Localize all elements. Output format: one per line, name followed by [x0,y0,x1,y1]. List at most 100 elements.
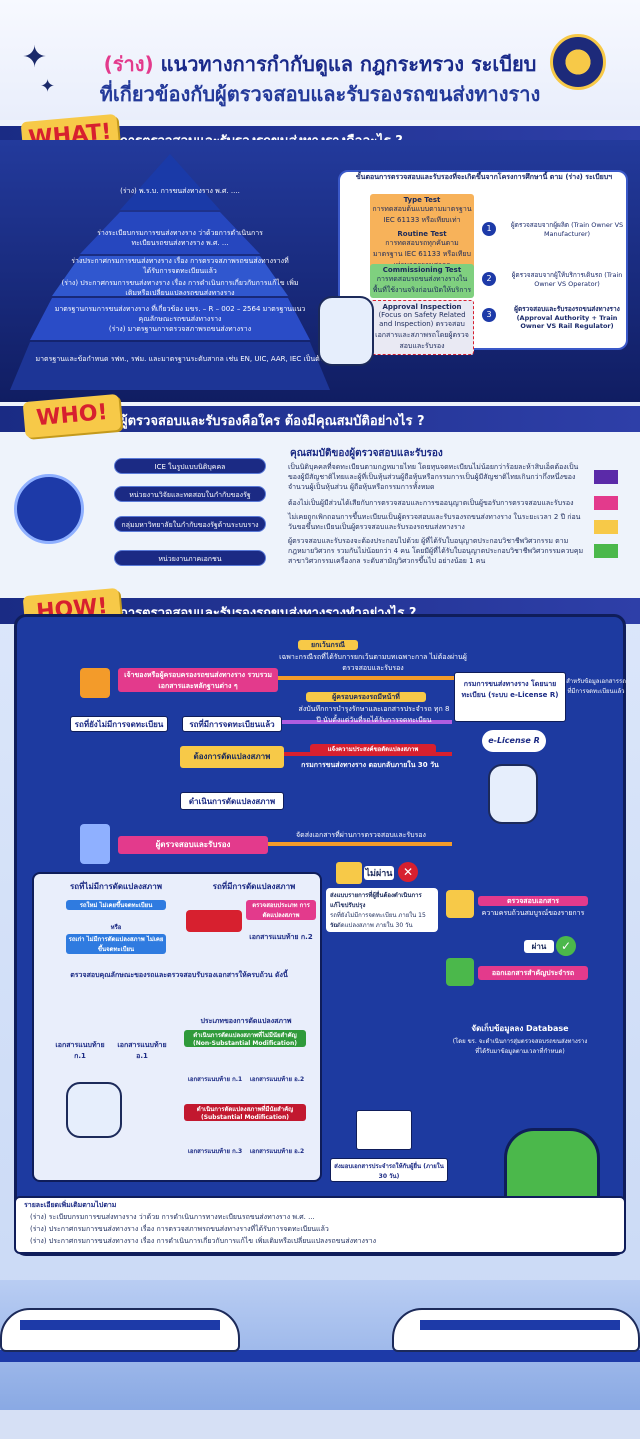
color-bar-4 [594,544,618,558]
pyramid-text-7: มาตรฐานและข้อกำหนด รฟท., รฟม. และมาตรฐาน… [35,355,325,363]
arrow-mod-notice [284,752,452,756]
need-modification-box: ต้องการดัดแปลงสภาพ [180,746,284,768]
mod-types-title: ประเภทของการดัดแปลงสภาพ [200,1017,292,1025]
fail-title: ส่งแบบรายการที่ผู้ยื่นต้องดำเนินการแก้ไข… [330,892,422,909]
inspector-box: ผู้ตรวจสอบและรับรอง [118,836,268,854]
pyramid-text-6: (ร่าง) มาตรฐานการตรวจสภาพรถขนส่งทางราง [108,325,252,333]
reference-box [14,1196,626,1254]
do-modification-box: ดำเนินการดัดแปลงสภาพ [180,792,284,810]
or-label: หรือ [110,924,122,931]
pyramid-text-2: ร่างระเบียบกรมการขนส่งทางราง ว่าด้วยการด… [97,229,263,247]
form-e2b: เอกสารแนบท้าย อ.2 [249,1148,305,1155]
mod-notice-label: แจ้งความประสงค์ขอดัดแปลงสภาพ [310,744,436,754]
rail-track [0,1350,640,1362]
pyramid-level-1 [120,154,220,210]
department-seal-icon [550,34,606,90]
check-line: ตรวจสอบคุณลักษณะของรถและตรวจสอบรับรองเอก… [70,971,288,979]
form-g1: เอกสารแนบท้าย ก.1 [187,1076,243,1083]
arrow-exception [278,676,454,680]
old-car-label: รถเก่า ไม่มีการดัดแปลงสภาพ ไม่เคยขึ้นจดท… [66,934,166,954]
check-mod-type: ตรวจสอบประเภท การดัดแปลงสภาพ [246,900,316,920]
stage-result-2: ผู้ตรวจสอบจากผู้ให้บริการเดินรถ (Train O… [511,271,623,288]
pyramid-text-3: ร่างประกาศกรมการขนส่งทางราง เรื่อง การตร… [71,257,289,275]
e-license-logo: e-License R [482,730,546,752]
fail-box [326,888,438,932]
folder-icon [336,862,362,884]
robot-mascot-icon [318,296,374,366]
color-bar-3 [594,520,618,534]
train-window [20,1320,220,1330]
pyramid-level-4 [30,298,310,340]
form-n2: เอกสารแนบท้าย ก.2 [249,933,313,941]
train-right-icon [392,1308,640,1352]
robot-mascot-icon [66,1082,122,1138]
form-g3: เอกสารแนบท้าย ก.3 [187,1148,243,1155]
pyramid-text-1: (ร่าง) พ.ร.บ. การขนส่งทางราง พ.ศ. .... [120,187,240,195]
registered-box: รถที่มีการจดทะเบียนแล้ว [182,716,282,732]
reference-3: (ร่าง) ประกาศกรมการขนส่งทางราง เรื่อง กา… [30,1237,377,1245]
color-bar-2 [594,496,618,510]
stage-approval-inspection: Approval Inspection(Focus on Safety Rela… [370,300,474,355]
check-document-icon [446,890,474,918]
stage-number-1: 1 [482,222,496,236]
who-entity-3: กลุ่มมหาวิทยาลัยในกำกับของรัฐด้านระบบราง [114,516,266,532]
reference-title: รายละเอียดเพิ่มเติมตามไปตาม [24,1201,117,1209]
stage-result-1: ผู้ตรวจสอบจากผู้ผลิต (Train Owner VS Man… [510,221,624,238]
new-car-label: รถใหม่ ไม่เคยขึ้นจดทะเบียน [66,900,166,910]
fail-item-2: รถดัดแปลงสภาพ ภายใน 30 วัน [330,922,413,929]
mod-title: รถที่มีการดัดแปลงสภาพ [212,882,296,891]
stage-number-3: 3 [482,308,496,322]
pyramid-graphic [10,154,330,390]
qualification-4: ผู้ตรวจสอบและรับรองจะต้องประกอบไปด้วย ผู… [288,537,584,565]
exception-label: ยกเว้นกรณี [298,640,358,650]
inspector-person-icon [80,824,110,864]
stage-name: Approval Inspection [382,303,462,311]
stage-name: Routine Test [397,230,447,238]
stage-number-2: 2 [482,272,496,286]
owner-box: เจ้าของหรือผู้ครอบครองรถขนส่งทางราง รวบร… [118,668,278,692]
caution-head: ผู้ครอบครองรถมีหน้าที่ [306,692,426,702]
arrow-send-docs [268,842,452,846]
train-window [420,1320,620,1330]
exception-desc: เฉพาะกรณีรถที่ได้รับการยกเว้นตามบทเฉพาะก… [279,653,467,672]
qualification-2: ต้องไม่เป็นผู้มีส่วนได้เสียกับการตรวจสอบ… [288,499,574,507]
reference-2: (ร่าง) ประกาศกรมการขนส่งทางราง เรื่อง กา… [30,1225,329,1233]
header [0,0,640,120]
stage-desc: (Focus on Safety Related and Inspection)… [375,311,469,350]
qualification-3: ไม่เคยถูกเพิกถอนการขึ้นทะเบียนเป็นผู้ตรว… [288,513,581,531]
unregistered-box: รถที่ยังไม่มีการจดทะเบียน [70,716,168,732]
page-title: (ร่าง) แนวทางการกำกับดูแล กฎกระทรวง ระเบ… [0,48,640,80]
stage-desc: การทดสอบรถขนส่งทางรางในพื้นที่ใช้งานจริง… [372,275,472,294]
send-docs-label: จัดส่งเอกสารที่ผ่านการตรวจสอบและรับรอง [296,831,426,839]
no-mod-title: รถที่ไม่มีการดัดแปลงสภาพ [70,882,162,891]
pyramid-text-4: (ร่าง) ประกาศกรมการขนส่งทางราง เรื่อง กา… [61,279,299,297]
people-group-icon [14,474,84,544]
title-line-2: ที่เกี่ยวข้องกับผู้ตรวจสอบและรับรองรถขนส… [99,82,541,106]
send-back-box: ส่งมอบเอกสารประจำรถให้กับผู้ยื่น (ภายใน … [330,1158,448,1182]
pyramid-level-2 [80,212,260,254]
non-substantial-label: ดำเนินการดัดแปลงสภาพที่ไม่มีนัยสำคัญ (No… [184,1030,306,1047]
document-box-icon [80,668,110,698]
pass-check-icon: ✓ [556,936,576,956]
stage-header: ขั้นตอนการตรวจสอบและรับรองที่จะเกิดขึ้นจ… [355,173,613,181]
stage-name: Commissioning Test [382,266,462,274]
reference-1: (ร่าง) ระเบียบกรมการขนส่งทางราง ว่าด้วย … [30,1213,315,1221]
dept-reply-label: กรมการขนส่งทางราง ตอบกลับภายใน 30 วัน [301,761,439,769]
qualification-title: คุณสมบัติของผู้ตรวจสอบและรับรอง [290,448,443,459]
pyramid-text-5: มาตรฐานกรมการขนส่งทางราง ที่เกี่ยวข้อง ม… [54,305,306,323]
title-prefix: (ร่าง) [103,52,154,76]
stage-result-3: ผู้ตรวจสอบและรับรองรถขนส่งทางราง (Approv… [514,305,620,330]
document-stack-icon [356,1110,412,1150]
who-entity-2: หน่วยงานวิจัยและทดสอบในกำกับของรัฐ [114,486,266,502]
color-bar-1 [594,470,618,484]
side-note: สำหรับข้อมูลเอกสารรถที่มีการจดทะเบียนแล้… [566,678,626,695]
inspection-panel [32,872,322,1182]
stage-name: Type Test [403,196,441,204]
who-entity-1: ICE ในรูปแบบนิติบุคคล [114,458,266,474]
fail-item-1: รถที่ยังไม่มีการจดทะเบียน ภายใน 15 วัน [330,912,426,929]
robot-mascot-icon [488,764,538,824]
pyramid-level-5 [10,342,330,390]
title-line-1: แนวทางการกำกับดูแล กฎกระทรวง ระเบียบ [160,52,537,76]
